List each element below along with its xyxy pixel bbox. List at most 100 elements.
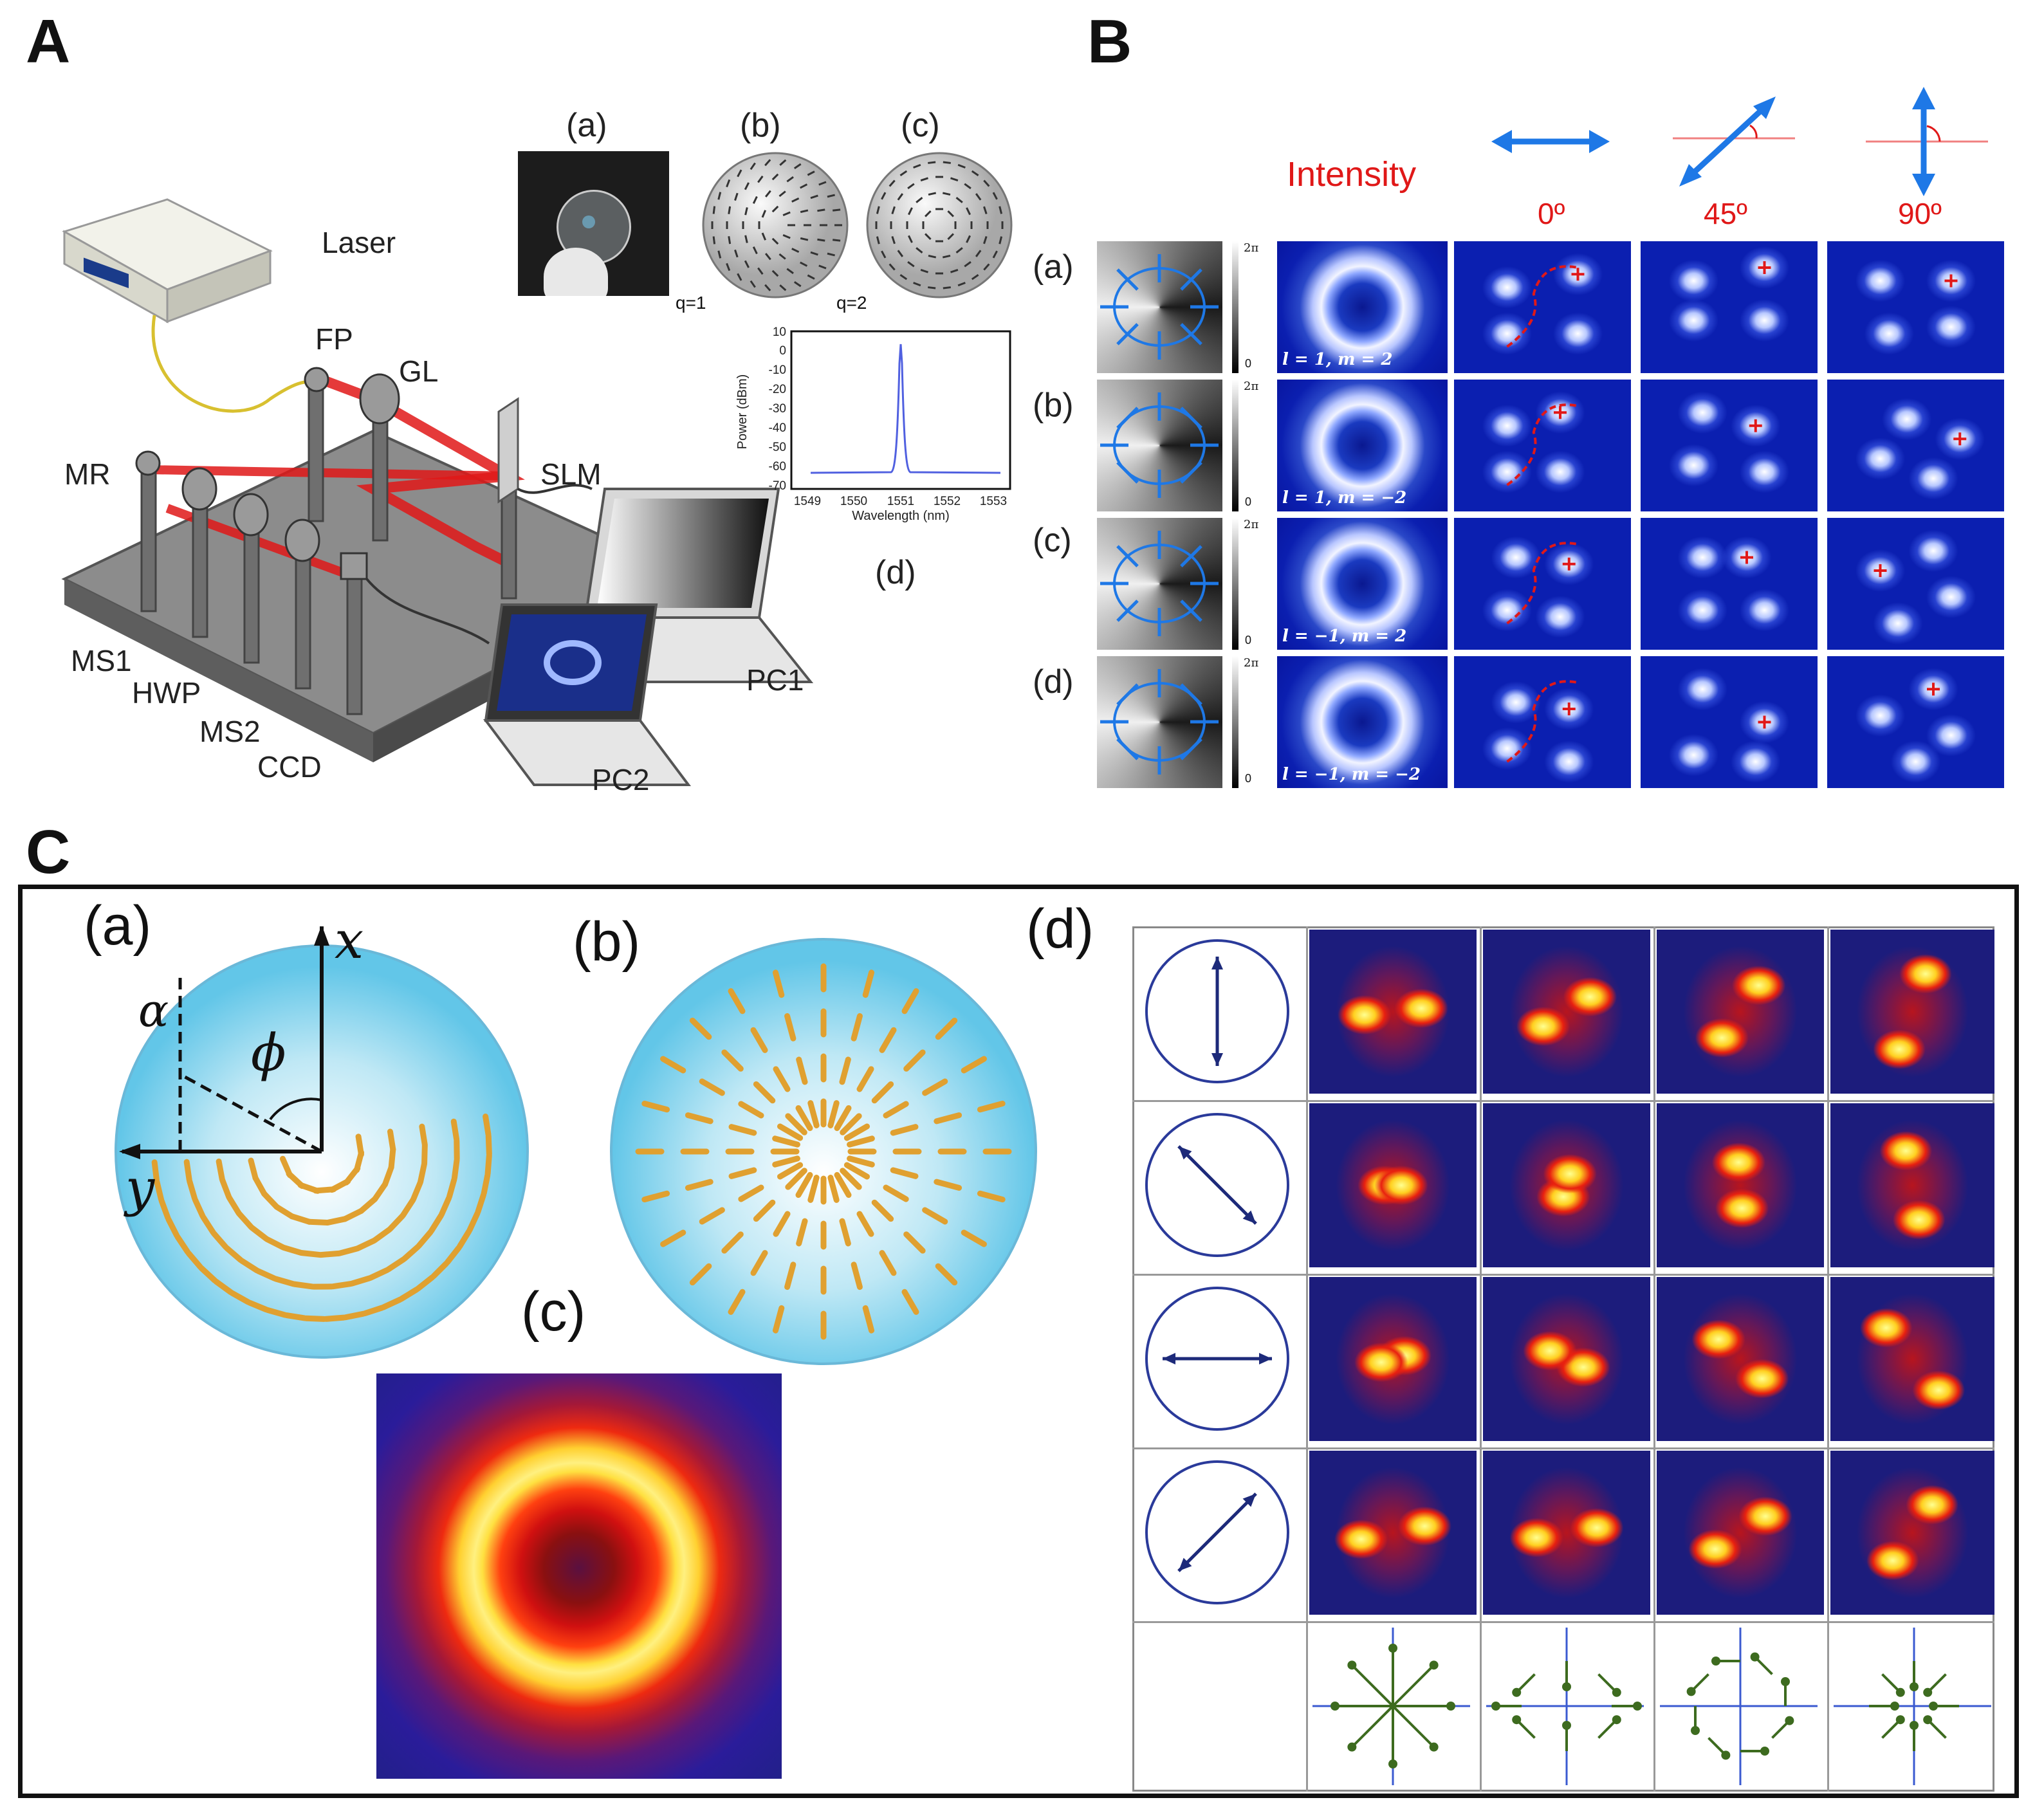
label-ms2: MS2 <box>199 715 261 748</box>
field-arrow <box>1392 1664 1435 1707</box>
lc-dash <box>777 1123 804 1141</box>
q2-label: q=2 <box>836 293 867 313</box>
intensity-analyzer-image <box>1641 518 1818 650</box>
lc-dash <box>255 1268 277 1281</box>
lc-dash <box>800 183 808 189</box>
lc-dash <box>876 236 880 244</box>
analyzed-intensity-image <box>1483 1103 1650 1267</box>
lc-dash <box>916 247 923 254</box>
lc-dash <box>367 1267 391 1281</box>
lc-dash <box>744 260 750 268</box>
lc-dash <box>964 261 971 268</box>
lc-dash <box>992 250 998 259</box>
analyzed-intensity-image <box>1483 1451 1650 1615</box>
lc-dash <box>246 1299 269 1313</box>
analyzed-intensity-image <box>1657 930 1824 1094</box>
lc-dash <box>401 1244 421 1262</box>
inset-a-label: (a) <box>566 107 607 144</box>
polarization-arrows <box>1100 531 1219 636</box>
phase-scale-bottom: 0 <box>1245 772 1252 785</box>
lc-dash <box>685 1179 714 1191</box>
lc-dash <box>728 206 732 214</box>
lc-dash <box>660 1229 686 1247</box>
q1-plate-diagram <box>702 152 849 298</box>
trace-dashed <box>1506 265 1578 348</box>
lc-dash <box>899 274 908 280</box>
lc-dash <box>415 1274 436 1292</box>
lc-dash <box>772 969 785 998</box>
lc-dash <box>942 254 951 259</box>
lc-dash <box>983 236 988 244</box>
lc-dash <box>721 1231 744 1254</box>
lc-dash <box>750 280 756 288</box>
ytick: -30 <box>769 402 786 416</box>
lc-dash <box>387 1128 396 1153</box>
inset-c-label: (c) <box>901 107 940 144</box>
phase-scale-bottom: 0 <box>1245 357 1252 370</box>
phase-scale-bottom: 0 <box>1245 634 1252 647</box>
c-d-label: (d) <box>1026 898 1094 960</box>
lc-dash <box>817 238 825 242</box>
lc-dash <box>728 988 746 1015</box>
lc-dash <box>879 1250 897 1276</box>
lc-dash <box>475 1191 487 1215</box>
lc-dash <box>920 177 928 181</box>
lc-dash <box>833 239 841 242</box>
lc-dash <box>380 1296 403 1310</box>
q1-label: q=1 <box>676 293 706 313</box>
label-laser: Laser <box>322 226 396 259</box>
lc-dash <box>438 1195 452 1218</box>
analyzed-intensity-image <box>1830 1103 1994 1267</box>
lc-dash <box>834 1171 852 1198</box>
analyzer-orientation-icon <box>1145 939 1289 1083</box>
lc-dash <box>641 1100 670 1113</box>
analyzer-orientation-icon <box>1145 1287 1289 1431</box>
angle-90-label: 90º <box>1898 197 1942 230</box>
lc-dash <box>445 1245 462 1265</box>
lc-dash <box>248 1157 259 1181</box>
lc-dash <box>782 234 791 239</box>
intensity-analyzer-image <box>1641 380 1818 511</box>
lc-dash <box>737 169 742 178</box>
lc-dash <box>216 1158 225 1182</box>
lc-dash <box>349 1275 373 1287</box>
analyzed-intensity-image <box>1483 930 1650 1094</box>
lc-dash <box>185 1250 203 1271</box>
lc-dash <box>916 196 923 203</box>
trace-dashed <box>1506 542 1578 625</box>
lc-dash <box>983 206 988 214</box>
analyzed-intensity-image <box>1830 1277 1994 1441</box>
lc-dash <box>165 1217 180 1239</box>
lc-dash <box>223 1245 244 1263</box>
lc-dash <box>322 1314 347 1322</box>
c-c-label: (c) <box>521 1281 586 1343</box>
lc-dash <box>862 969 875 998</box>
lc-dash <box>372 1226 392 1244</box>
analyzed-intensity-image <box>1830 1451 1994 1615</box>
lc-dash <box>689 1017 712 1040</box>
lc-dash <box>187 1178 198 1202</box>
analyzed-intensity-image <box>1309 1103 1477 1267</box>
xtick: 1552 <box>934 495 961 508</box>
lc-dash <box>975 193 982 201</box>
azimuthal-plate-diagram <box>115 926 529 1359</box>
lc-dash <box>226 1195 242 1217</box>
panel-a-letter: A <box>26 7 71 76</box>
lc-dash <box>744 182 750 190</box>
lc-dash <box>957 163 966 169</box>
lc-dash <box>761 232 767 241</box>
lc-dash <box>236 1211 254 1230</box>
lc-dash <box>847 1135 875 1148</box>
lc-dash <box>773 1211 791 1237</box>
lc-dash <box>928 161 936 164</box>
lc-dash <box>273 1276 296 1287</box>
lc-dash <box>734 249 739 258</box>
lc-dash <box>416 1229 434 1249</box>
lc-dash <box>807 1175 820 1203</box>
polarization-field-icon <box>1312 1628 1470 1785</box>
intensity-analyzer-image <box>1827 380 2004 511</box>
angle-0-label: 0º <box>1538 197 1565 230</box>
lc-dash <box>796 1218 808 1247</box>
lc-dash <box>771 237 779 245</box>
